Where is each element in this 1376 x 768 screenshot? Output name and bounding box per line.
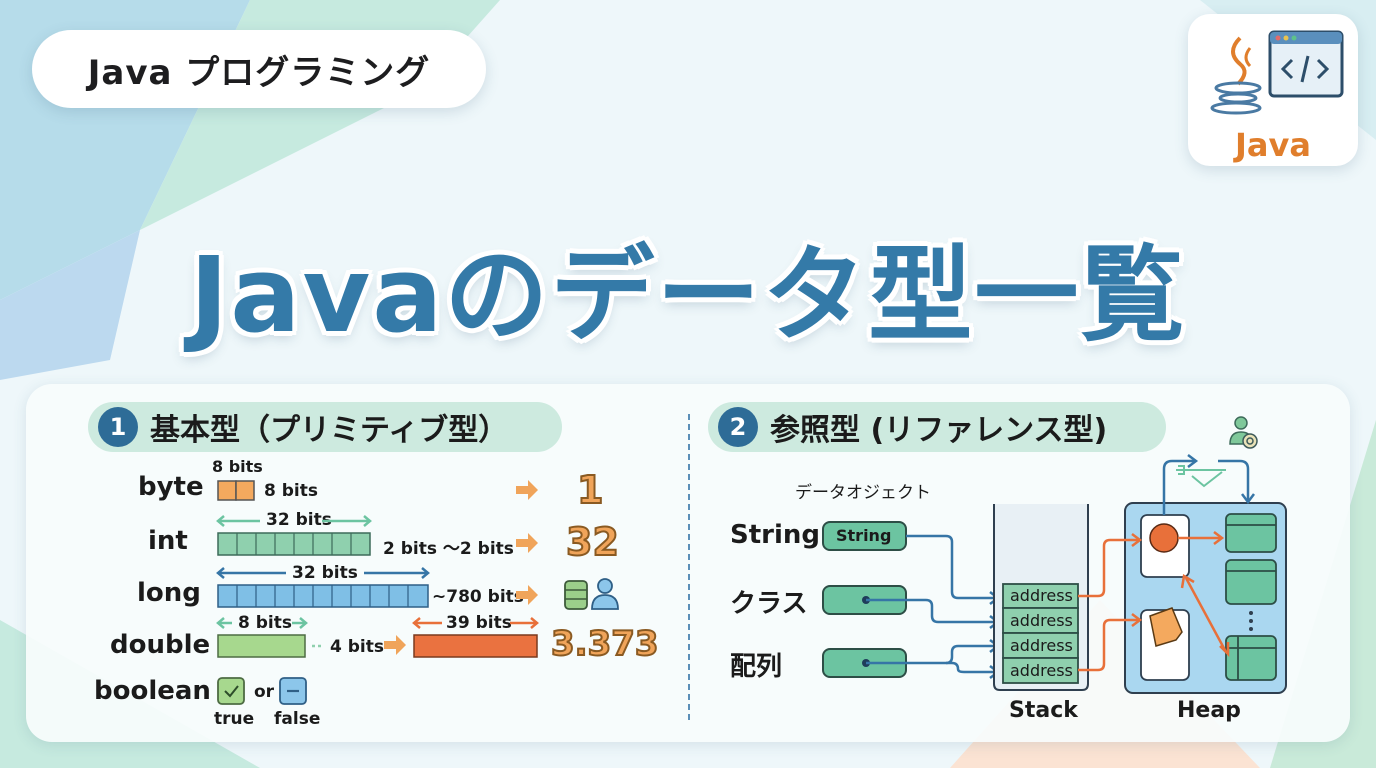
category-pill-text: Java プログラミング: [87, 52, 431, 93]
long-label: long: [137, 578, 201, 608]
long-side-label: ~780 bits: [432, 587, 524, 607]
arrow-right-icons: [384, 480, 538, 655]
stack-cell: address: [1010, 636, 1073, 655]
array-type-label: 配列: [730, 652, 783, 682]
database-icon: [564, 580, 588, 610]
user-settings-icon: [1229, 416, 1258, 449]
stack-cell: address: [1010, 611, 1073, 630]
true-checkbox-icon: [217, 677, 245, 705]
reference-heading-text: 参照型 (リファレンス型): [770, 413, 1108, 448]
logo-text: Java: [1235, 126, 1311, 164]
long-top-label: 32 bits: [292, 563, 358, 583]
true-label: true: [214, 709, 255, 729]
double-result: 3.373: [550, 623, 660, 665]
java-logo: Java: [1188, 14, 1358, 166]
section-number-badge: 1: [98, 407, 138, 447]
user-icon: [591, 578, 619, 610]
int-top-label: 32 bits: [266, 510, 332, 530]
double-top-label: 8 bits: [238, 613, 292, 633]
int-side-label: 2 bits ～2 bits: [383, 539, 514, 559]
double-bits-bar: [217, 634, 306, 658]
double-label: double: [110, 630, 211, 660]
page-title: Javaのデータ型一覧: [189, 234, 1187, 356]
heap-label: Heap: [1177, 698, 1241, 723]
byte-side-label: 8 bits: [264, 481, 318, 501]
section-divider: [688, 414, 690, 720]
int-result: 32: [565, 519, 620, 565]
heap-pointer-arrows: [1078, 531, 1230, 672]
reference-section-heading: 2 参照型 (リファレンス型): [708, 402, 1166, 452]
long-bits-bar: [217, 584, 429, 608]
section-number-badge-2: 2: [718, 407, 758, 447]
double-mid-label: 4 bits: [330, 637, 384, 657]
stack-cell: address: [1010, 661, 1073, 680]
primitive-section-heading: 1 基本型（プリミティブ型）: [88, 402, 562, 452]
stack-cells: [1002, 583, 1079, 684]
string-object-box-label: String: [836, 526, 892, 545]
false-minus-icon: [279, 677, 307, 705]
java-cup-icon: [1210, 36, 1262, 115]
double-top-label-2: 39 bits: [446, 613, 512, 633]
gc-loop-arrows: [1162, 454, 1255, 515]
category-pill: Java プログラミング: [32, 30, 486, 108]
byte-label: byte: [138, 472, 204, 502]
byte-top-label: 8 bits: [212, 457, 263, 476]
class-type-label: クラス: [730, 589, 808, 619]
stack-label: Stack: [1009, 698, 1078, 723]
boolean-or-label: or: [254, 682, 275, 702]
data-object-label: データオジェクト: [795, 483, 931, 503]
primitive-heading-text: 基本型（プリミティブ型）: [150, 413, 509, 448]
heap-object-circle: [1149, 523, 1179, 553]
byte-result: 1: [576, 467, 604, 513]
document-icon: [1149, 607, 1183, 647]
stack-cell: address: [1010, 586, 1073, 605]
heap-blocks: [1225, 513, 1277, 681]
string-type-label: String: [730, 520, 821, 550]
false-label: false: [274, 709, 321, 729]
double-result-bar: [413, 634, 538, 658]
boolean-label: boolean: [94, 676, 211, 706]
gc-tool-icon: [1176, 465, 1226, 488]
code-window-icon: [1268, 30, 1344, 98]
int-label: int: [148, 526, 188, 556]
int-bits-bar: [217, 532, 371, 556]
